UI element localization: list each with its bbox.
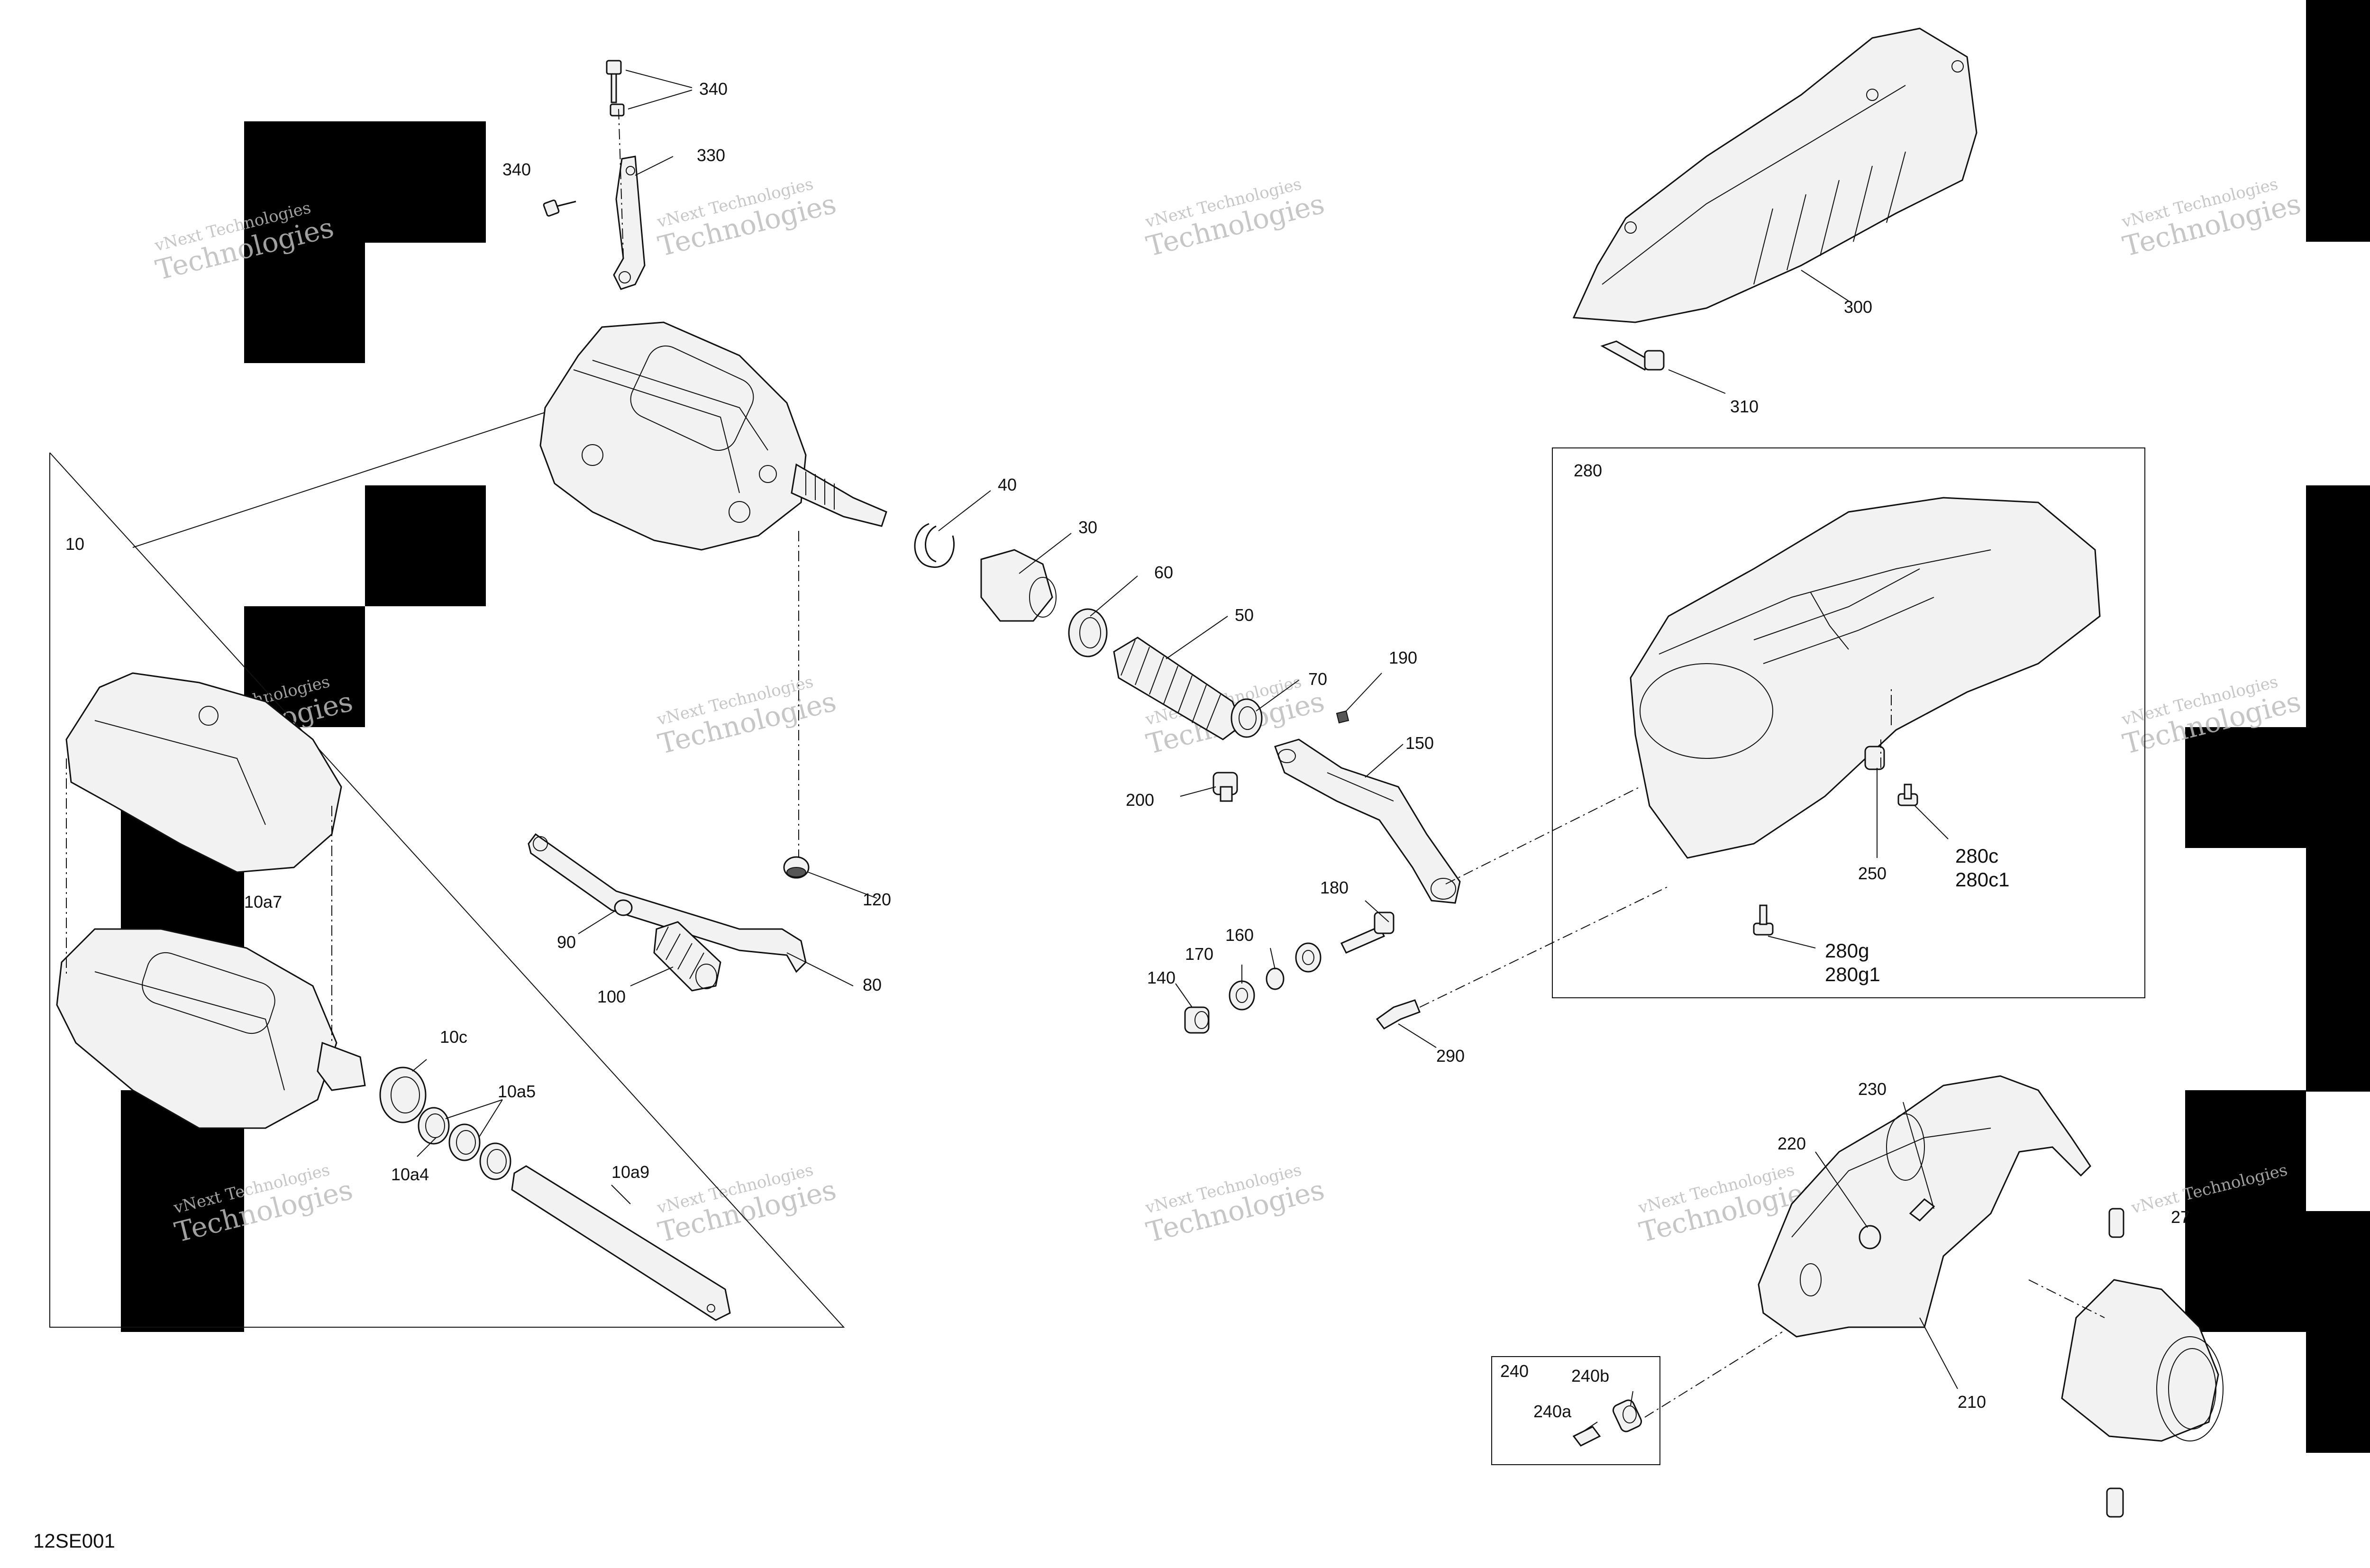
part-280-upper-cover [1630,497,2101,859]
part-190-screw [1336,710,1349,724]
callout-340b: 340 [502,160,531,179]
callout-310: 310 [1730,397,1759,416]
leader-lines [412,70,1958,1432]
part-220-230-bolt-washer [1859,1198,1935,1249]
part-10-housing-detail [56,672,366,1129]
part-140-160-170-washers [1184,942,1322,1034]
callout-30: 30 [1078,518,1097,537]
callout-10a4: 10a4 [391,1165,429,1184]
callout-160: 160 [1225,925,1254,945]
part-200-pin [1212,772,1238,802]
callout-220: 220 [1778,1134,1806,1153]
part-10-gear-housing-main [539,321,887,551]
part-40-clip [914,523,955,568]
callout-240: 240 [1500,1361,1529,1381]
part-120-clip [783,856,810,879]
figure-reference-code: 12SE001 [33,1530,115,1552]
part-90-ring [614,899,633,916]
callout-280g1: 280g1 [1825,963,1880,985]
callout-190: 190 [1389,648,1417,667]
part-70-clamp [1231,698,1263,738]
callout-250: 250 [1858,864,1887,883]
callout-50: 50 [1235,605,1254,625]
callout-240a: 240a [1533,1402,1572,1421]
callout-10a7: 10a7 [244,892,282,912]
part-100-bellows [653,921,721,992]
callout-280: 280 [1574,461,1602,480]
part-240-kit [1572,1399,1642,1447]
callout-210: 210 [1958,1392,1986,1412]
callout-340a: 340 [699,79,728,99]
callout-27: 27 [2171,1207,2190,1227]
part-duct-right [2061,1208,2224,1518]
callout-90: 90 [557,932,576,952]
part-330-lever [613,155,646,290]
part-290-bolt [1376,999,1421,1030]
callout-100: 100 [597,987,626,1006]
callout-10a9: 10a9 [611,1162,649,1182]
assembly-centerlines [618,109,2105,1418]
callout-80: 80 [863,975,882,994]
part-150-arm [1274,738,1461,904]
callout-labels: 340 340 330 300 310 280 10 40 30 60 50 7… [65,79,2190,1421]
callout-170: 170 [1185,944,1213,964]
callout-300: 300 [1844,297,1872,317]
callout-240b: 240b [1571,1366,1609,1386]
part-300-cover [1572,27,1978,323]
part-340-bolts [543,60,625,217]
callout-330: 330 [697,146,725,165]
part-250-280c-280g-fasteners [1753,746,1918,936]
part-310-screw [1600,340,1665,371]
callout-10: 10 [65,534,84,554]
part-30-nut [980,549,1057,622]
part-180-bolt [1340,912,1395,954]
callout-140: 140 [1147,968,1176,987]
callout-10a5: 10a5 [498,1082,536,1101]
callout-40: 40 [998,475,1017,494]
callout-60: 60 [1154,563,1173,582]
callout-120: 120 [863,890,891,909]
callout-200: 200 [1126,790,1154,810]
part-60-ring [1068,608,1108,657]
part-50-bellows [1113,637,1243,740]
callout-230: 230 [1858,1079,1887,1099]
callout-180: 180 [1320,878,1349,897]
callout-290: 290 [1436,1046,1465,1066]
callout-280c1: 280c1 [1955,868,2009,891]
callout-280c: 280c [1955,845,1998,867]
part-10a9-shaft [511,1165,731,1321]
callout-280g: 280g [1825,939,1869,962]
callout-150: 150 [1405,733,1434,753]
part-10c-10a4-10a5-rings [379,1067,511,1180]
kit-frames [49,412,2145,1465]
callout-10c: 10c [440,1027,467,1047]
callout-70: 70 [1308,669,1327,689]
